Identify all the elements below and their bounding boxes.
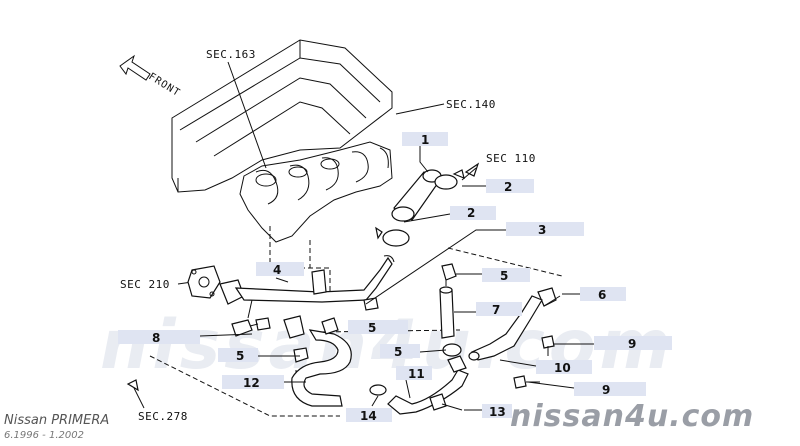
callout-14[interactable]: 14	[346, 408, 392, 423]
callout-2-upper[interactable]: 2	[486, 179, 534, 194]
callout-9-upper[interactable]: 9	[594, 336, 672, 351]
leader-sec-163	[227, 61, 267, 169]
gasket-drawing	[187, 265, 221, 299]
hose-12-drawing	[291, 329, 352, 407]
sec-140-label: SEC.140	[446, 98, 496, 111]
callout-13[interactable]: 13	[482, 404, 512, 419]
svg-text:13: 13	[489, 405, 506, 419]
clip-5-lower-drawing	[293, 347, 309, 363]
svg-text:2: 2	[467, 206, 475, 220]
svg-text:9: 9	[602, 383, 610, 397]
leader-sec-140	[395, 103, 445, 115]
svg-text:1: 1	[421, 133, 429, 147]
svg-text:3: 3	[538, 223, 546, 237]
bolt-5-mid-drawing	[363, 297, 379, 311]
watermark-site: nissan4u.com	[510, 399, 754, 434]
svg-text:5: 5	[236, 349, 244, 363]
callout-5-upper[interactable]: 5	[482, 268, 530, 283]
bolt-9-upper-drawing	[541, 335, 555, 356]
leader-sec-278	[133, 387, 145, 409]
callout-5-lower[interactable]: 5	[218, 348, 258, 363]
callout-2-lower[interactable]: 2	[450, 206, 496, 220]
callout-4[interactable]: 4	[256, 262, 304, 277]
svg-text:4: 4	[273, 263, 281, 277]
connector-drawing	[283, 315, 339, 339]
callout-6[interactable]: 6	[580, 287, 626, 302]
callout-10[interactable]: 10	[536, 360, 592, 375]
water-pipe-drawing	[219, 255, 395, 319]
pipe-10-drawing	[468, 287, 561, 361]
callout-8[interactable]: 8	[118, 330, 200, 345]
callout-1[interactable]: 1	[402, 132, 448, 147]
clamp-2-lower-drawing	[375, 226, 410, 247]
callout-3[interactable]: 3	[506, 222, 584, 237]
svg-text:14: 14	[360, 409, 377, 423]
hose-11-drawing	[387, 355, 469, 415]
callout-11[interactable]: 11	[396, 366, 432, 381]
svg-text:5: 5	[500, 269, 508, 283]
svg-text:5: 5	[368, 321, 376, 335]
bolt-8-drawing	[231, 317, 271, 337]
svg-text:5: 5	[394, 345, 402, 359]
callout-5-mid[interactable]: 5	[348, 320, 408, 335]
sec-278-label: SEC.278	[138, 410, 188, 423]
hose-1-drawing	[391, 169, 442, 222]
svg-text:9: 9	[628, 337, 636, 351]
svg-text:2: 2	[504, 180, 512, 194]
svg-text:11: 11	[408, 367, 425, 381]
clip-5-upper-drawing	[441, 263, 457, 286]
sec-210-label: SEC 210	[120, 278, 170, 291]
callout-5-right[interactable]: 5	[380, 344, 420, 359]
callout-9-lower[interactable]: 9	[574, 382, 646, 397]
front-arrow-icon	[119, 54, 151, 81]
arrow-sec-278-icon	[126, 379, 139, 392]
front-label: FRONT	[146, 71, 182, 99]
arrow-sec-110-icon	[464, 162, 480, 177]
clamp-14-drawing	[369, 384, 387, 396]
callout-7[interactable]: 7	[476, 302, 522, 317]
callout-12[interactable]: 12	[222, 375, 284, 390]
watermark-date-range: 6.1996 - 1.2002	[4, 430, 84, 441]
clamp-13-drawing	[429, 393, 463, 411]
callout-leaders	[199, 146, 610, 411]
sec-110-label: SEC 110	[486, 152, 536, 165]
clamp-2-upper-drawing	[434, 169, 465, 190]
svg-text:7: 7	[492, 303, 500, 317]
sec-163-label: SEC.163	[206, 48, 256, 61]
svg-text:12: 12	[243, 376, 260, 390]
hose-7-drawing	[439, 286, 455, 339]
svg-text:10: 10	[554, 361, 571, 375]
engine-head-drawing	[171, 39, 393, 243]
svg-text:6: 6	[598, 288, 606, 302]
watermark-model: Nissan PRIMERA	[4, 413, 109, 428]
svg-text:8: 8	[152, 331, 160, 345]
